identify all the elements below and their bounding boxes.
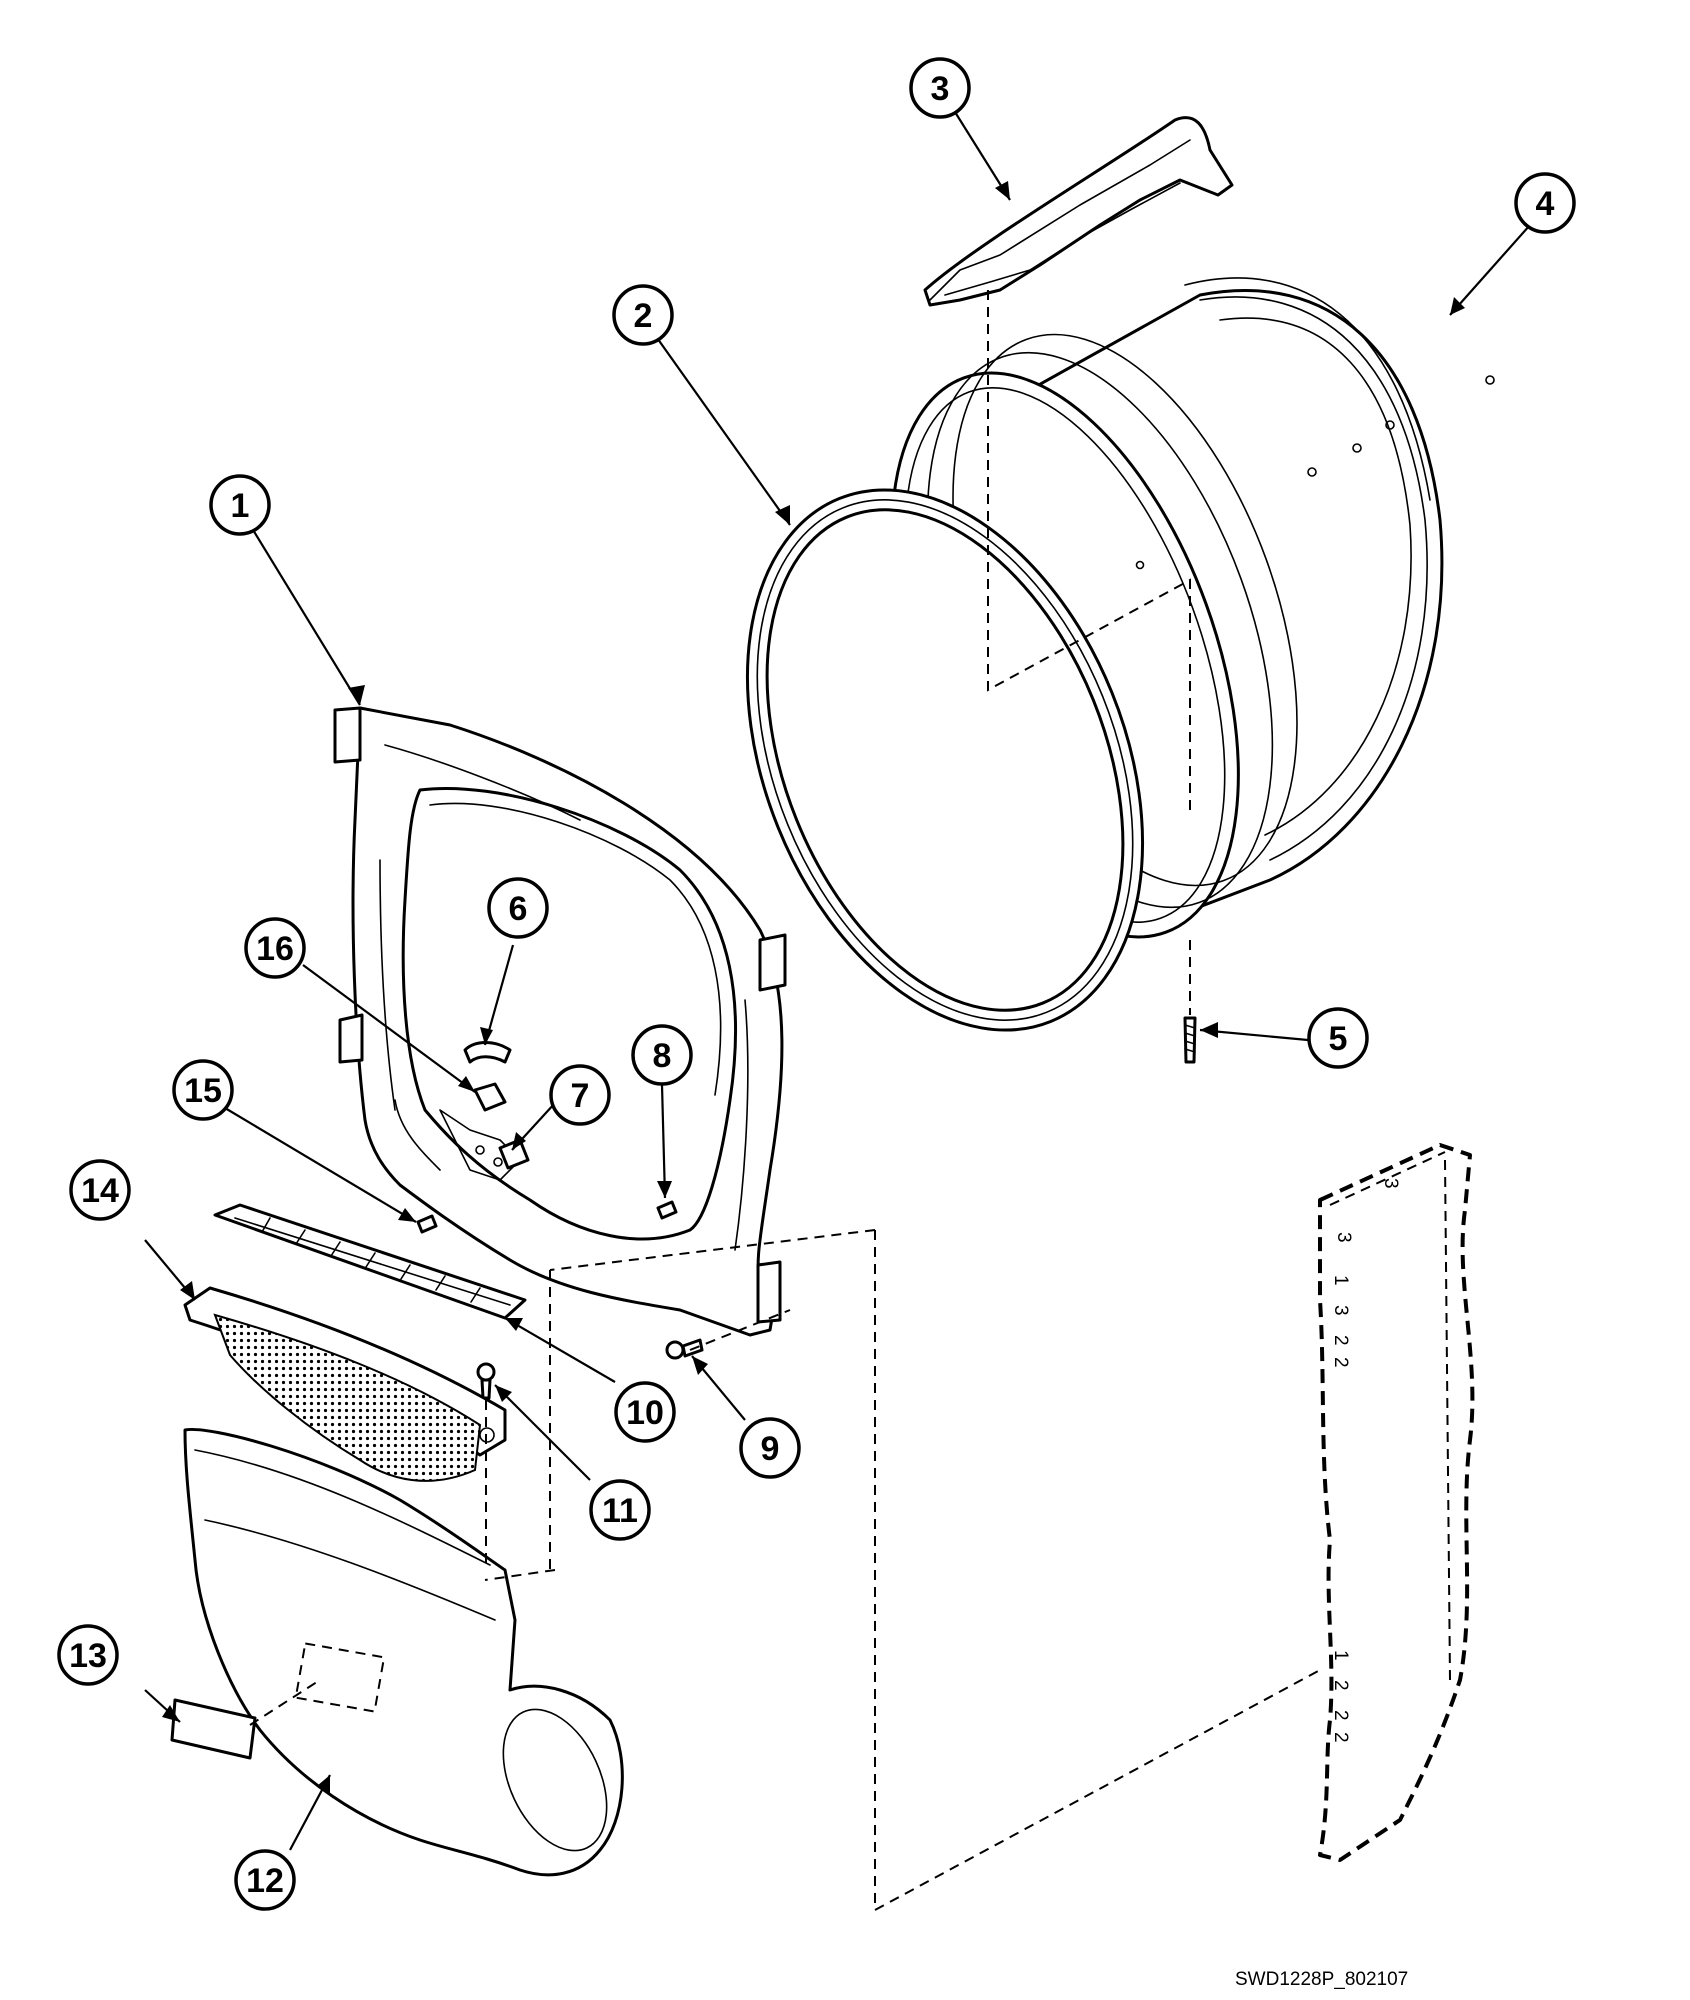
lint-duct <box>183 1427 624 1877</box>
callout-13: 13 <box>57 1624 119 1686</box>
callout-number: 14 <box>81 1172 119 1210</box>
screw-8 <box>656 1200 678 1220</box>
callout-7: 7 <box>549 1064 611 1126</box>
callout-number: 2 <box>634 297 653 335</box>
callout-number: 7 <box>571 1077 590 1115</box>
side-panel-mark: 3 <box>1330 1305 1351 1316</box>
callout-number: 12 <box>246 1862 284 1900</box>
leader-lines <box>144 111 1531 1851</box>
sensor-pad <box>473 1082 507 1112</box>
side-panel-phantom: 3 3 1 3 2 2 2 1 2 2 <box>1318 1143 1475 1862</box>
sensor-clip <box>463 1041 512 1064</box>
callout-14: 14 <box>69 1159 131 1221</box>
callout-6: 6 <box>487 877 549 939</box>
callout-number: 5 <box>1329 1020 1348 1058</box>
side-panel-mark: 1 <box>1330 1275 1351 1286</box>
screw-5 <box>1183 1016 1197 1064</box>
front-bulkhead <box>333 706 787 1337</box>
callout-2: 2 <box>612 284 674 346</box>
side-panel-mark: 3 <box>1380 1178 1401 1189</box>
sensor-bracket <box>498 1138 530 1170</box>
callout-1: 1 <box>209 474 271 536</box>
callout-number: 3 <box>931 70 950 108</box>
lint-filter <box>183 1286 507 1482</box>
callout-number: 6 <box>509 890 528 928</box>
duct-label <box>170 1698 257 1760</box>
callout-number: 1 <box>231 487 250 525</box>
callout-number: 16 <box>256 930 294 968</box>
callout-3: 3 <box>909 57 971 119</box>
callout-10: 10 <box>614 1381 676 1443</box>
callout-11: 11 <box>589 1479 651 1541</box>
callout-5: 5 <box>1307 1007 1369 1069</box>
callout-9: 9 <box>739 1417 801 1479</box>
side-panel-mark: 2 <box>1330 1732 1351 1743</box>
assembly-lines <box>249 290 1321 1912</box>
callout-number: 9 <box>761 1430 780 1468</box>
side-panel-mark: 1 <box>1330 1650 1351 1661</box>
callout-number: 13 <box>69 1637 107 1675</box>
side-panel-mark: 2 <box>1330 1710 1351 1721</box>
lint-screen-guide <box>213 1203 527 1320</box>
felt-seal-ring <box>745 488 1145 1032</box>
side-panel-mark: 2 <box>1330 1357 1351 1368</box>
side-panel-mark: 2 <box>1330 1680 1351 1691</box>
leader-arrowheads <box>162 181 1465 1793</box>
screw-11 <box>476 1362 496 1400</box>
callout-16: 16 <box>244 917 306 979</box>
callout-number: 8 <box>653 1037 672 1075</box>
callout-number: 11 <box>602 1492 638 1530</box>
screw-9 <box>665 1338 704 1360</box>
callout-number: 4 <box>1536 185 1555 223</box>
side-panel-mark: 2 <box>1330 1335 1351 1346</box>
callout-15: 15 <box>172 1059 234 1121</box>
callout-12: 12 <box>234 1849 296 1911</box>
side-panel-mark: 3 <box>1333 1232 1354 1243</box>
callout-8: 8 <box>631 1024 693 1086</box>
screw-15 <box>416 1214 438 1234</box>
drawing-code: SWD1228P_802107 <box>1235 1969 1408 1990</box>
callout-4: 4 <box>1514 172 1576 234</box>
callout-number: 10 <box>626 1394 664 1432</box>
callout-number: 15 <box>184 1072 222 1110</box>
drum-baffle <box>923 116 1234 307</box>
